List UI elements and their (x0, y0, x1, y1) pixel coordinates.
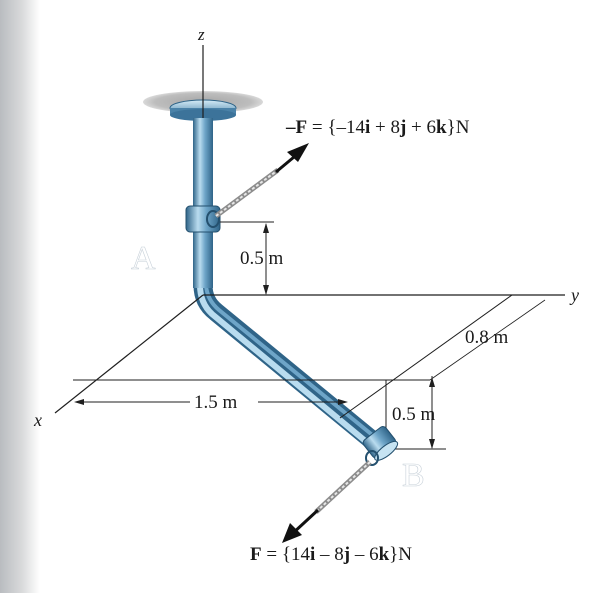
dim-x-arrow-left (74, 399, 84, 405)
dim-lower-arrow-bottom (429, 439, 435, 449)
dim-x-label-mask (190, 392, 258, 412)
dim-upper-label: 0.5 m (240, 248, 284, 269)
axis-y-label: y (569, 285, 579, 305)
dim-lower-arrow-top (429, 377, 435, 387)
force-upper-j: j (399, 117, 406, 138)
force-upper-lhs: –F (285, 117, 307, 138)
dim-upper-arrow-top (263, 223, 269, 233)
dim-y-ext (429, 299, 546, 381)
force-upper-end: }N (447, 117, 470, 138)
point-a-label: A (131, 240, 156, 277)
dim-x-label: 1.5 m (194, 392, 238, 413)
force-lower-arrow-head (282, 523, 302, 543)
point-b-label: B (402, 457, 425, 494)
force-lower-i: i (310, 544, 315, 565)
construction-line-y (339, 294, 513, 419)
pipe-elbow-highlight (197, 284, 371, 447)
force-lower-j: j (343, 544, 350, 565)
dim-y-label: 0.8 m (465, 327, 509, 348)
axis-x-label: x (33, 410, 42, 430)
force-upper-equation: –F = {–14i + 8j + 6k}N (285, 117, 470, 138)
collar-a (185, 205, 221, 233)
force-lower-k: k (379, 544, 390, 565)
dim-upper-arrow-bottom (263, 285, 269, 295)
pipe-vertical-segment (193, 118, 213, 288)
force-lower-equation: F = {14i – 8j – 6k}N (250, 544, 412, 565)
cable-lower-core (315, 461, 371, 513)
collar-a-ring (206, 210, 220, 228)
cable-upper-core (215, 169, 279, 217)
force-upper-k: k (436, 117, 447, 138)
force-lower-mid: = {14 (262, 544, 311, 565)
force-upper-arrow-head (287, 143, 309, 162)
pipe-elbow-mid (204, 284, 378, 440)
force-lower-t1: – 8 (315, 544, 344, 565)
force-lower-end: }N (389, 544, 412, 565)
force-lower-t2: – 6 (350, 544, 379, 565)
pipe-elbow-segment (193, 284, 380, 449)
page-bleed (0, 0, 40, 593)
end-cap-b-ring (365, 450, 379, 466)
force-upper-t1: + 8 (370, 117, 400, 138)
force-upper-i: i (365, 117, 370, 138)
axis-x-line (54, 294, 204, 414)
dim-x-arrow-right (338, 399, 348, 405)
dim-lower-label: 0.5 m (392, 404, 436, 425)
axis-z-label: z (197, 25, 205, 44)
force-lower-lhs: F (250, 544, 262, 565)
force-upper-t2: + 6 (406, 117, 436, 138)
force-upper-mid: = {–14 (307, 117, 365, 138)
